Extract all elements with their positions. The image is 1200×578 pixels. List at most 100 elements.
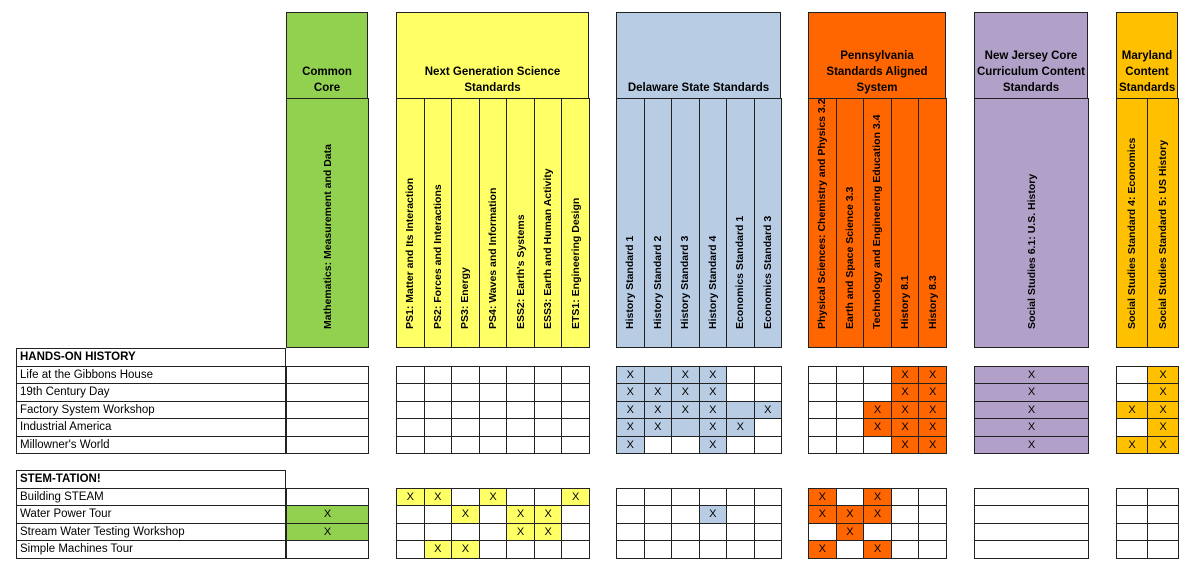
- standard-cell: [726, 400, 755, 419]
- standard-cell: [1147, 522, 1179, 541]
- standard-cell: [808, 365, 837, 384]
- standard-cell: X: [1116, 400, 1148, 419]
- standard-cell: [698, 540, 727, 559]
- standard-cell: [478, 522, 508, 541]
- standard-cell: [835, 435, 865, 454]
- standard-cell: X: [918, 365, 947, 384]
- row-label: Factory System Workshop: [16, 400, 286, 419]
- standard-cell: [835, 418, 865, 437]
- standard-cell: [643, 365, 672, 384]
- standard-cell: [506, 365, 535, 384]
- standard-cell: X: [286, 505, 369, 524]
- standard-cell: [698, 487, 727, 506]
- column-label: Earth and Space Science 3.3: [843, 186, 856, 329]
- standard-cell: X: [286, 522, 369, 541]
- column-header: Social Studies 6.1: U.S. History: [974, 98, 1089, 348]
- standard-cell: X: [423, 540, 453, 559]
- standard-cell: X: [974, 418, 1089, 437]
- standard-cell: [423, 400, 453, 419]
- column-label: Social Studies Standard 5: US History: [1157, 139, 1169, 329]
- standard-cell: [506, 435, 535, 454]
- standard-cell: [1116, 365, 1148, 384]
- standard-cell: [643, 505, 672, 524]
- standard-cell: X: [835, 505, 865, 524]
- column-label: Economics Standard 3: [761, 215, 774, 329]
- column-header: History 8.1: [890, 98, 920, 348]
- standard-cell: [286, 400, 369, 419]
- standard-cell: [918, 540, 947, 559]
- standard-cell: [396, 540, 425, 559]
- standard-cell: [533, 435, 563, 454]
- standard-cell: [1147, 505, 1179, 524]
- standard-cell: [423, 505, 453, 524]
- standard-cell: X: [863, 487, 892, 506]
- standard-cell: [396, 505, 425, 524]
- standard-cell: [286, 487, 369, 506]
- standard-cell: [451, 365, 480, 384]
- standard-cell: X: [506, 522, 535, 541]
- standard-cell: [506, 487, 535, 506]
- column-header: Mathematics: Measurement and Data: [286, 98, 369, 348]
- standard-cell: [478, 505, 508, 524]
- standard-cell: [808, 418, 837, 437]
- standard-cell: X: [698, 435, 727, 454]
- standard-cell: X: [890, 400, 920, 419]
- standard-cell: [726, 383, 755, 402]
- standard-cell: [835, 487, 865, 506]
- standard-cell: [286, 418, 369, 437]
- standard-cell: X: [478, 487, 508, 506]
- standard-cell: [561, 365, 590, 384]
- standard-cell: [451, 418, 480, 437]
- group-header-ngss: Next Generation Science Standards: [396, 12, 589, 99]
- standard-cell: [890, 487, 920, 506]
- standard-cell: [561, 383, 590, 402]
- standard-cell: [671, 418, 700, 437]
- standard-cell: X: [808, 540, 837, 559]
- standard-cell: X: [918, 418, 947, 437]
- group-header-md: Maryland Content Standards: [1116, 12, 1178, 99]
- group-title: Delaware State Standards: [627, 82, 770, 94]
- standard-cell: [396, 418, 425, 437]
- standard-cell: [396, 400, 425, 419]
- row-label: 19th Century Day: [16, 383, 286, 402]
- standard-cell: [561, 435, 590, 454]
- row-label: Building STEAM: [16, 487, 286, 506]
- standard-cell: [451, 522, 480, 541]
- standard-cell: X: [974, 383, 1089, 402]
- standard-cell: [561, 505, 590, 524]
- standard-cell: X: [561, 487, 590, 506]
- standard-cell: [753, 383, 782, 402]
- standard-cell: X: [1147, 435, 1179, 454]
- standard-cell: [286, 435, 369, 454]
- standard-cell: [1147, 540, 1179, 559]
- standard-cell: [863, 435, 892, 454]
- standard-cell: X: [918, 400, 947, 419]
- standard-cell: [753, 522, 782, 541]
- standard-cell: [423, 418, 453, 437]
- standard-cell: [396, 365, 425, 384]
- standard-cell: [561, 540, 590, 559]
- standard-cell: [753, 435, 782, 454]
- standard-cell: [808, 400, 837, 419]
- standard-cell: [1116, 418, 1148, 437]
- standard-cell: [890, 505, 920, 524]
- standard-cell: [643, 435, 672, 454]
- standard-cell: [643, 487, 672, 506]
- standard-cell: [890, 522, 920, 541]
- standard-cell: X: [890, 435, 920, 454]
- standard-cell: [753, 540, 782, 559]
- standard-cell: [478, 418, 508, 437]
- standard-cell: [890, 540, 920, 559]
- column-label: History Standard 2: [651, 235, 664, 329]
- standard-cell: X: [396, 487, 425, 506]
- standard-cell: [286, 365, 369, 384]
- standard-cell: [835, 383, 865, 402]
- standard-cell: [533, 383, 563, 402]
- standard-cell: X: [671, 400, 700, 419]
- standard-cell: X: [974, 365, 1089, 384]
- standard-cell: [808, 383, 837, 402]
- column-header: History Standard 1: [616, 98, 645, 348]
- standard-cell: [863, 522, 892, 541]
- standard-cell: X: [451, 505, 480, 524]
- group-title: Common Core: [302, 66, 352, 94]
